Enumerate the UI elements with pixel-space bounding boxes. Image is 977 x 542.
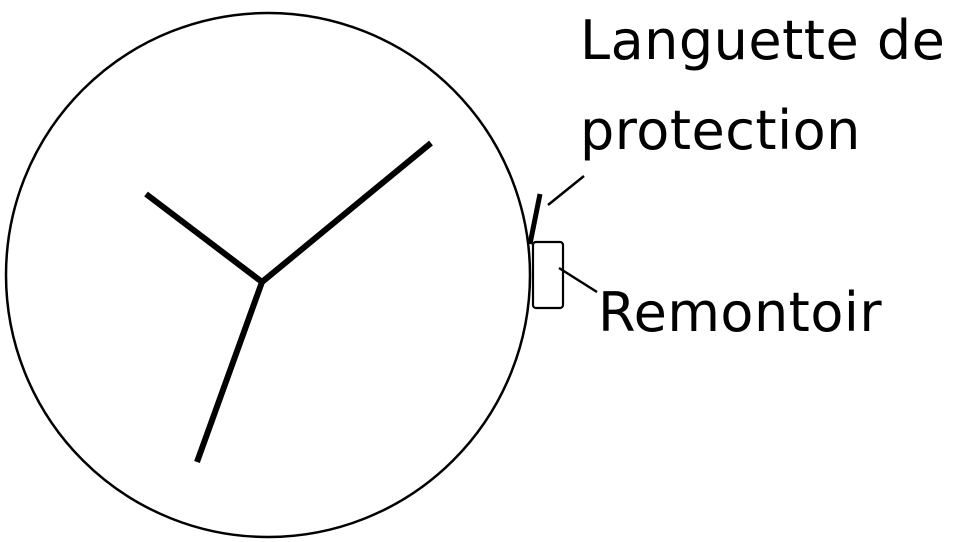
protection-tab-leader-line bbox=[547, 175, 585, 206]
protection-tab bbox=[527, 193, 543, 245]
crown bbox=[531, 240, 565, 310]
protection-tab-label-line1: Languette de bbox=[580, 9, 946, 72]
second-hand bbox=[194, 280, 265, 464]
watch-case-outline bbox=[4, 11, 532, 539]
crown-leader-line bbox=[558, 266, 598, 294]
hour-hand bbox=[144, 191, 264, 285]
crown-label: Remontoir bbox=[598, 281, 883, 344]
protection-tab-label-line2: protection bbox=[580, 99, 861, 162]
minute-hand bbox=[260, 140, 433, 285]
